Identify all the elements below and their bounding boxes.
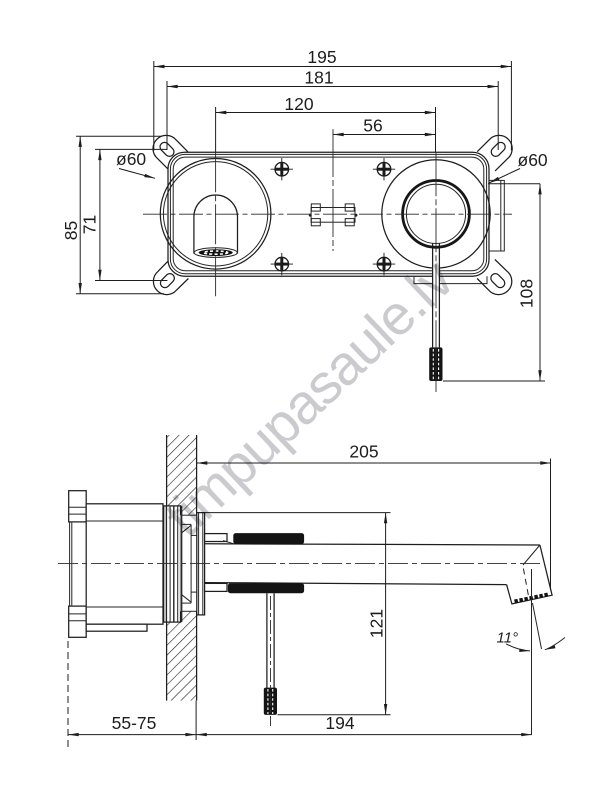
svg-text:181: 181	[304, 68, 333, 88]
svg-text:194: 194	[325, 713, 354, 733]
svg-text:ø60: ø60	[518, 150, 548, 170]
svg-text:195: 195	[307, 47, 336, 67]
svg-text:121: 121	[367, 609, 387, 638]
svg-text:85: 85	[61, 221, 81, 240]
svg-text:56: 56	[363, 116, 382, 136]
svg-text:120: 120	[284, 94, 313, 114]
svg-text:71: 71	[80, 215, 100, 234]
svg-text:11°: 11°	[497, 630, 519, 647]
svg-text:ø60: ø60	[116, 149, 146, 169]
svg-text:55-75: 55-75	[112, 713, 157, 733]
svg-text:108: 108	[517, 279, 537, 308]
svg-text:205: 205	[349, 442, 378, 462]
